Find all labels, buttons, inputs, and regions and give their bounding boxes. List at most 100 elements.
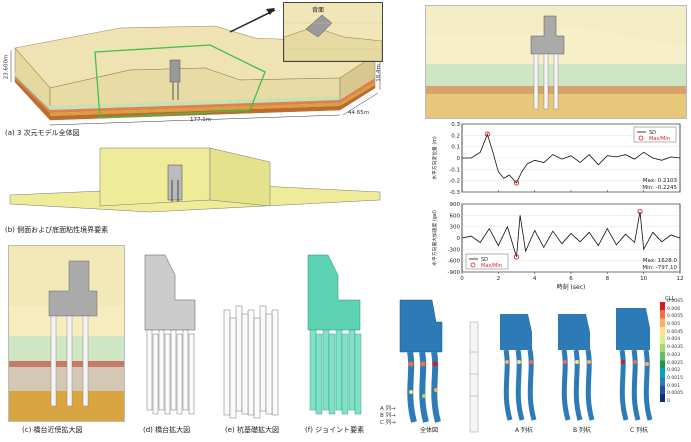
legend-value: 0.005: [667, 322, 681, 328]
y-tick-label: -0.2: [449, 179, 460, 185]
colorbar-segment: [660, 343, 665, 352]
y-tick-label: 0: [457, 156, 461, 162]
x-tick-label: 0: [460, 276, 464, 282]
caption-b: (b) 側面および底面粘性境界要素: [5, 226, 109, 234]
colorbar-segment: [660, 377, 665, 386]
legend-value: 0: [667, 399, 670, 404]
colorbar-segment: [660, 310, 665, 319]
max-marker: [484, 131, 491, 137]
caption-d: (d) 橋台拡大図: [143, 426, 191, 434]
label-row-b: B 列杭: [573, 427, 592, 434]
legend-title: CLL: [665, 296, 675, 302]
strain-contour-drawing: [399, 299, 665, 433]
colorbar-segment: [660, 327, 665, 336]
y-tick-label: -300: [448, 247, 461, 253]
label-overall: 全体図: [420, 427, 439, 434]
legend-value: 0.002: [667, 368, 681, 374]
min-marker: [513, 254, 520, 260]
legend-swatch-circle: [638, 135, 644, 141]
legend-label: SD: [481, 257, 488, 263]
legend-value: 0.0035: [667, 345, 684, 351]
inset-back-view: 背面: [283, 2, 383, 62]
y-axis-label: 水平方向最大加速度 (gal): [431, 210, 438, 266]
right-top-model: [425, 5, 687, 119]
legend-value: 0.001: [667, 383, 681, 389]
colorbar-segment: [660, 368, 665, 377]
x-tick-label: 8: [606, 276, 610, 282]
y-tick-label: -0.3: [449, 190, 460, 196]
legend-box: [633, 126, 677, 143]
x-axis-label: 時刻 (sec): [557, 283, 586, 290]
abutment-drawing: [144, 254, 196, 415]
legend-value: 0.004: [667, 337, 681, 343]
panel-b-boundary: [0, 140, 385, 230]
colorbar-segment: [660, 318, 665, 327]
stat-annotation: Max: 1628.0: [643, 258, 678, 264]
legend-label: Max/Min: [481, 263, 502, 269]
pile-label-c: C 列→: [380, 420, 396, 426]
label-row-a: A 列杭: [515, 427, 534, 434]
panel-d-abutment: [135, 250, 210, 420]
caption-c: (c) 橋台近傍拡大図: [22, 426, 83, 434]
y-tick-label: 0.2: [451, 133, 460, 139]
panel-e-piles: [220, 300, 285, 420]
x-tick-label: 12: [677, 276, 684, 282]
displacement-chart-svg: 0.3 0.2 0.1 0 -0.1 -0.2 -0.3 水平方向変位量 (m) SDMax/M…: [431, 122, 681, 196]
legend-value: 0.0005: [667, 391, 684, 397]
inset-drawing: [283, 14, 383, 62]
y-tick-label: 0.3: [451, 122, 460, 128]
boundary-drawing: [9, 147, 381, 213]
pile-label-a: A 列→: [380, 406, 396, 412]
colorbar-segment: [660, 352, 665, 361]
x-tick-label: 2: [497, 276, 501, 282]
right-model-drawing: [426, 6, 686, 118]
legend-label: SD: [649, 130, 656, 136]
y-tick-label: 0: [457, 236, 461, 242]
dim-height-left: 23.600m: [3, 54, 10, 80]
min-marker: [513, 180, 520, 186]
y-axis-label: 水平方向変位量 (m): [431, 136, 438, 180]
legend-value: 0.006: [667, 306, 681, 312]
stat-annotation: Max: 0.2103: [643, 178, 678, 184]
colorbar-segment: [660, 393, 665, 402]
dim-height-right: 18.4m: [375, 64, 382, 82]
dim-length: 177.1m: [190, 117, 212, 123]
pile-label-b: B 列→: [380, 413, 396, 419]
colorbar-segment: [660, 360, 665, 369]
panel-f-joint: [298, 250, 378, 420]
caption-f: (f) ジョイント要素: [305, 426, 365, 434]
caption-a: (a) 3 次元モデル全体図: [5, 129, 80, 137]
legend-value: 0.0025: [667, 360, 684, 366]
y-tick-label: -0.1: [449, 167, 460, 173]
legend-value: 0.0015: [667, 375, 684, 381]
dim-width: 44.65m: [348, 110, 370, 116]
colorbar-segment: [660, 385, 665, 394]
piles-drawing: [223, 305, 279, 419]
y-tick-label: -600: [448, 259, 461, 265]
colorbar-segment: [660, 335, 665, 344]
legend-value: 0.003: [667, 352, 681, 358]
x-tick-label: 4: [533, 276, 537, 282]
max-marker: [637, 208, 643, 215]
stat-annotation: Min: -797.10: [642, 265, 677, 271]
legend-swatch-circle: [470, 262, 476, 268]
y-tick-label: 900: [450, 202, 461, 208]
near-abutment-drawing: [9, 246, 124, 421]
panel-c-near-abutment: [8, 245, 125, 422]
strain-colorbar: [660, 302, 665, 402]
y-tick-label: 600: [450, 213, 461, 219]
x-tick-label: 10: [640, 276, 647, 282]
colorbar-segment: [660, 302, 665, 311]
caption-e: (e) 杭基礎拡大図: [225, 426, 279, 434]
legend-value: 0.0065: [667, 299, 684, 304]
inset-label: 背面: [312, 7, 325, 14]
series-line: [461, 211, 681, 258]
joint-drawing: [307, 254, 362, 415]
legend-value: 0.0045: [667, 329, 684, 335]
y-tick-label: 300: [450, 225, 461, 231]
legend-label: Max/Min: [649, 136, 670, 142]
y-tick-label: 0.1: [451, 145, 460, 151]
